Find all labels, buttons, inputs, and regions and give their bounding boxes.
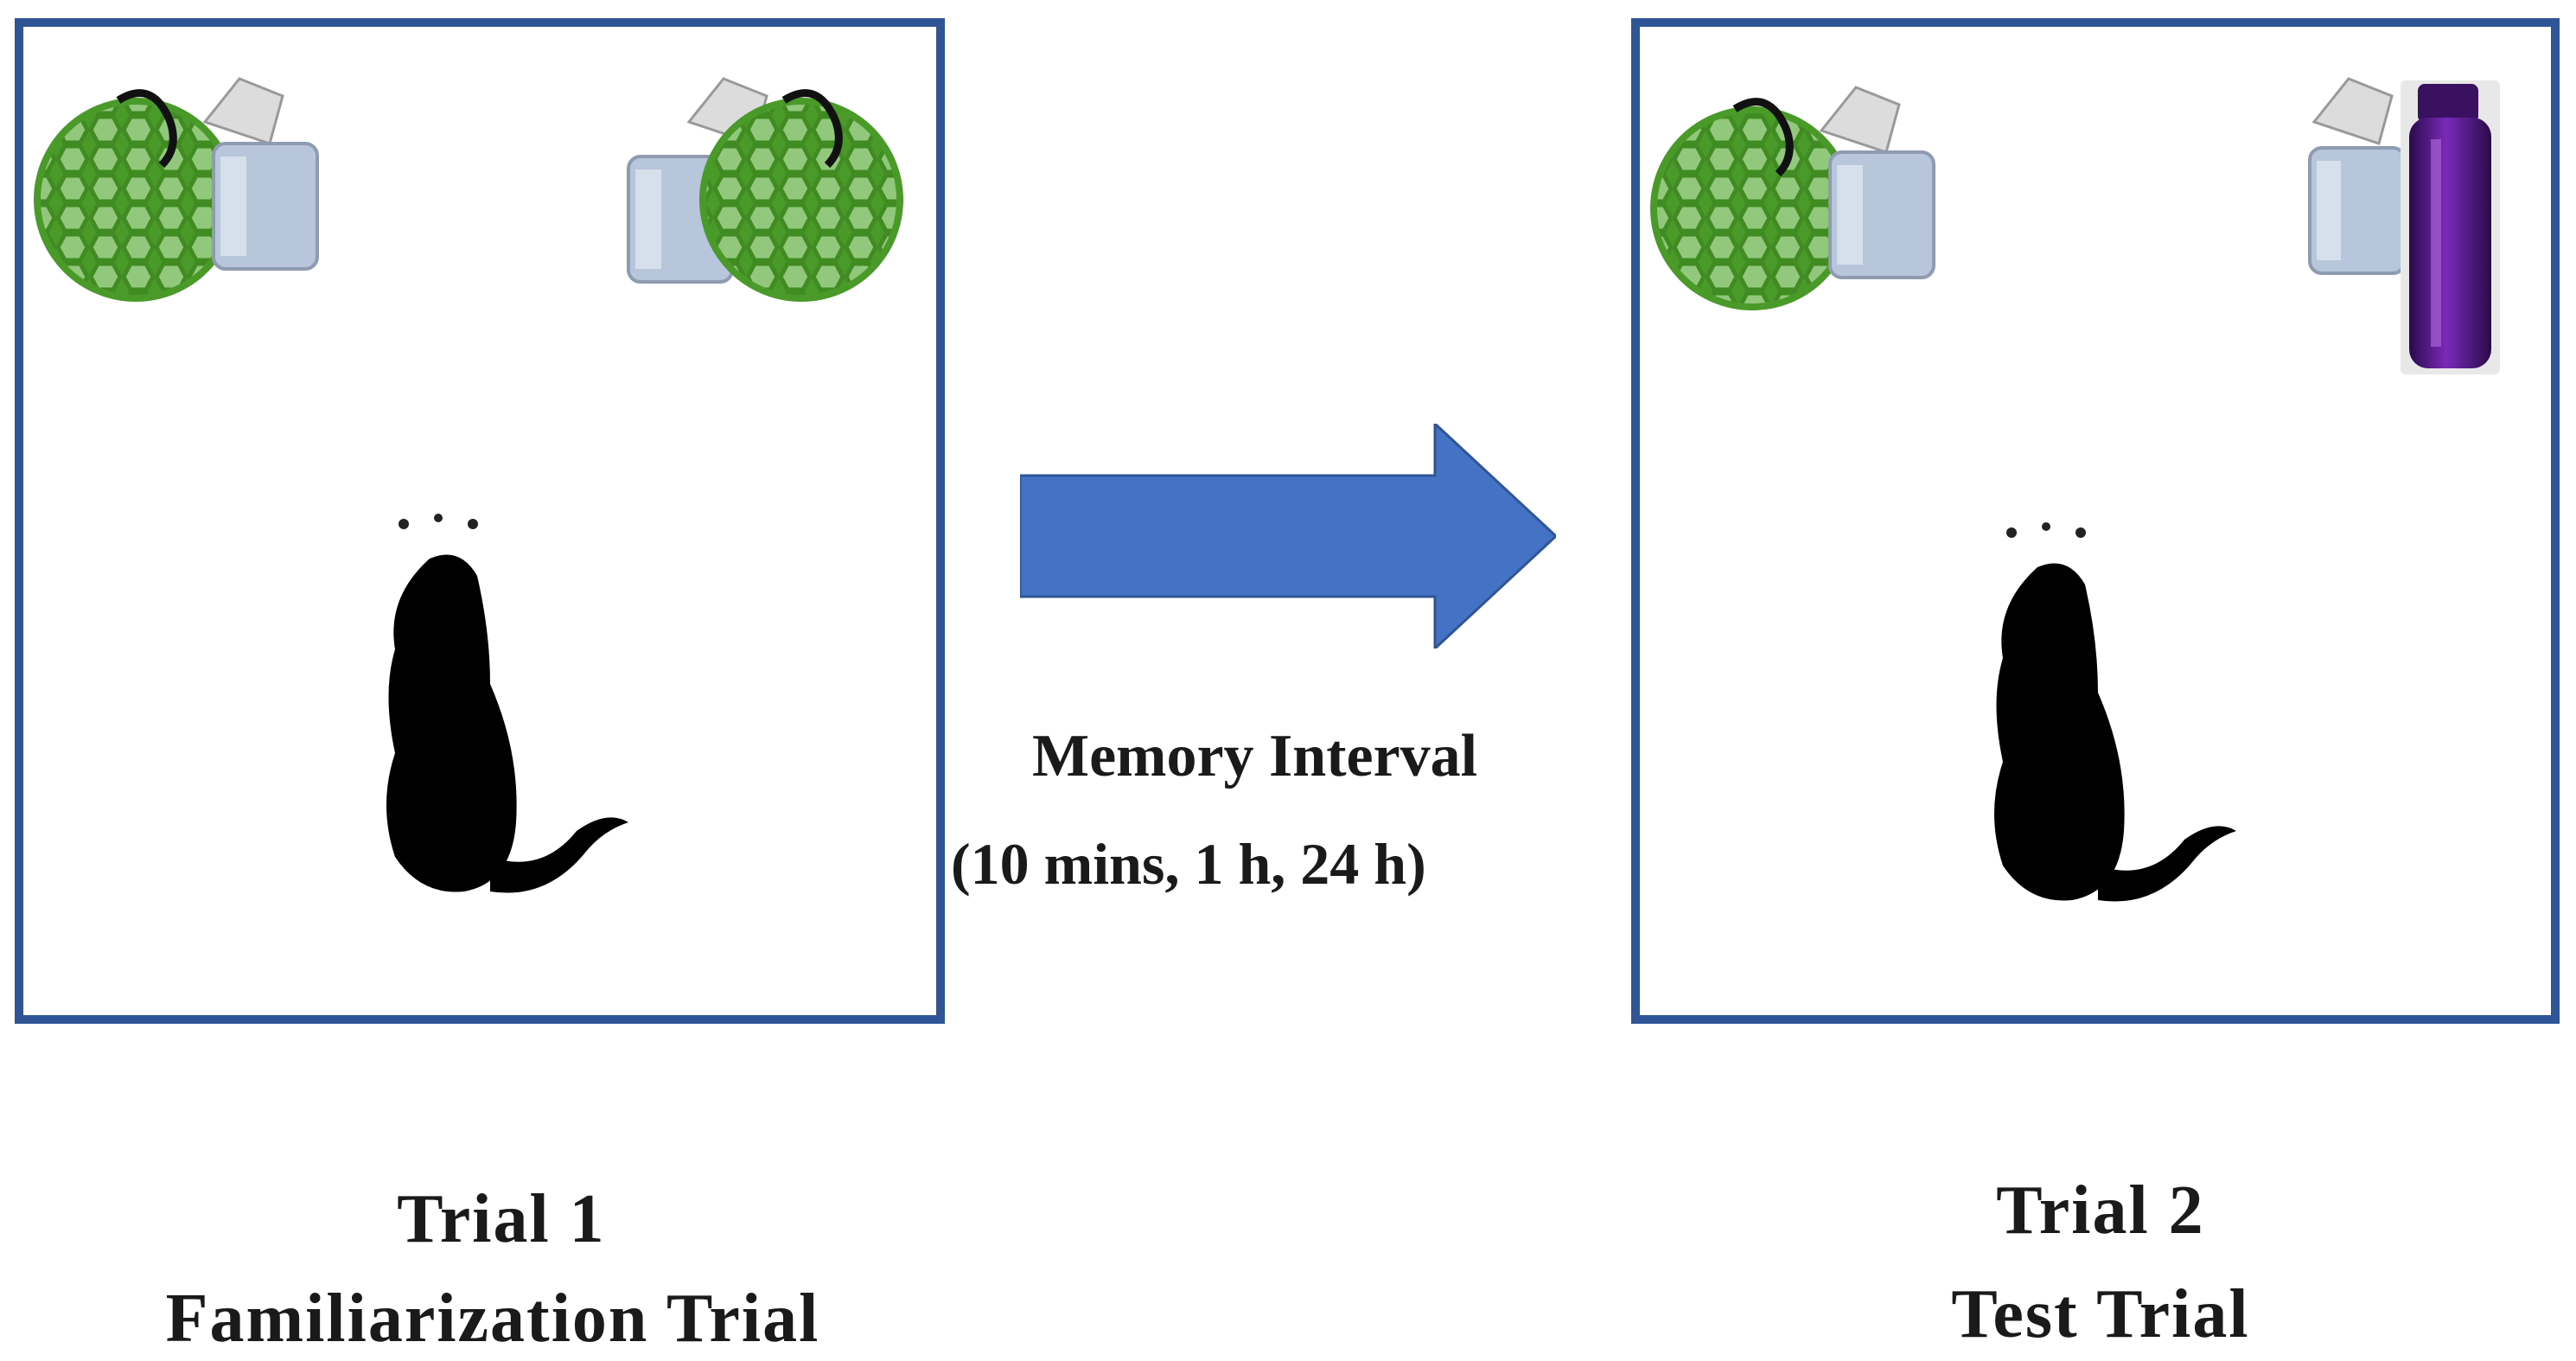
trial-2-title: Trial 2 <box>1996 1173 2205 1249</box>
memory-interval-times: (10 mins, 1 h, 24 h) <box>951 831 1426 897</box>
jar-icon <box>2308 77 2407 275</box>
ball-icon <box>1650 98 1854 310</box>
trial-2-arena-drawing <box>1650 77 2500 902</box>
trial-1-subtitle: Familiarization Trial <box>165 1281 820 1357</box>
trial-2-subtitle: Test Trial <box>1951 1276 2250 1352</box>
bottle-icon <box>2401 80 2500 374</box>
trial-2-arena <box>1631 18 2560 1024</box>
ball-icon <box>34 89 238 302</box>
memory-interval-label: Memory Interval <box>1032 723 1478 789</box>
trial-1-arena-drawing <box>34 77 903 893</box>
jar-icon <box>202 77 319 271</box>
rat-icon <box>386 514 628 893</box>
trial-1-arena <box>15 18 945 1024</box>
rat-icon <box>1994 522 2236 902</box>
jar-icon <box>1819 86 1935 279</box>
trial-1-title: Trial 1 <box>397 1181 606 1257</box>
ball-icon <box>699 89 903 302</box>
arrow-right-icon <box>1020 424 1556 649</box>
